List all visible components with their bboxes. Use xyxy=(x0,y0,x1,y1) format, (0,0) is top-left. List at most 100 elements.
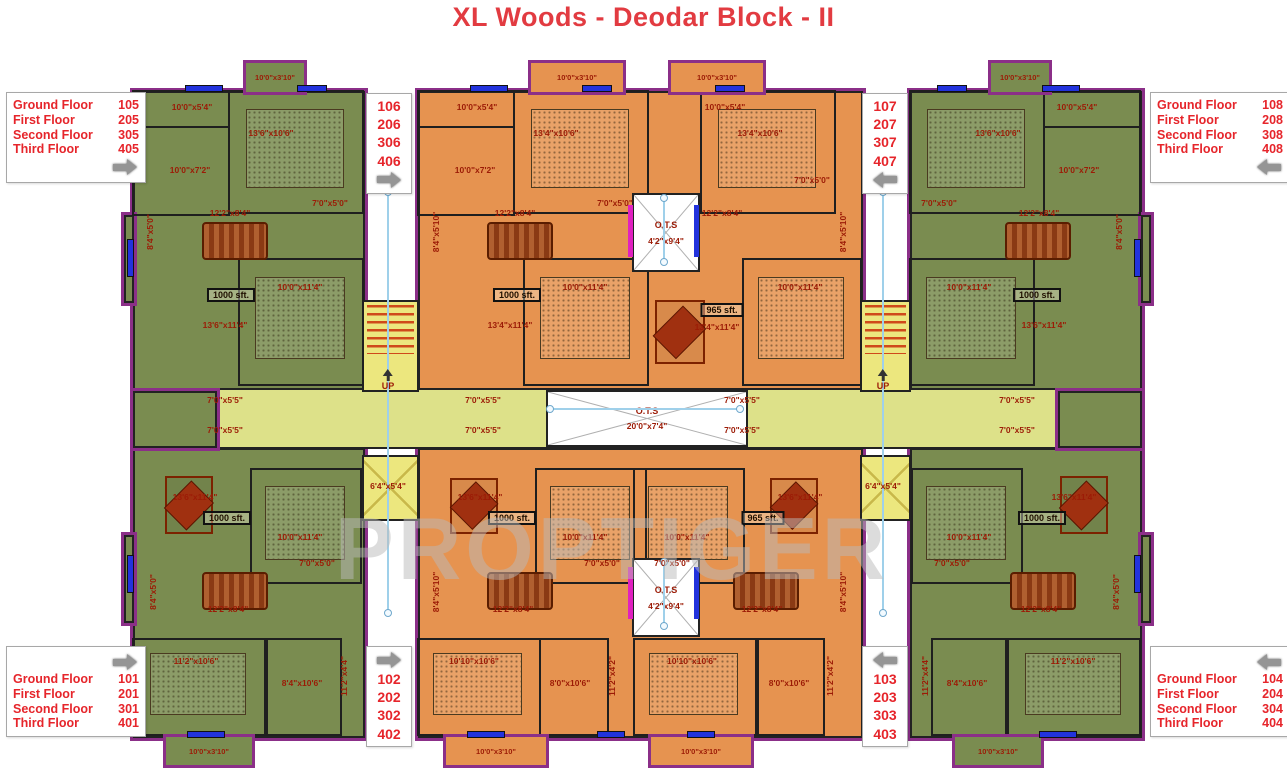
stack-unit-number: 106 xyxy=(377,98,401,114)
room-dimension-label: 7'0"x5'0" xyxy=(934,558,970,568)
room-dimension-label: 7'0"x5'5" xyxy=(207,395,243,405)
room-outline xyxy=(535,468,647,584)
room-dimension-label: 10'0"x7'2" xyxy=(1058,165,1100,175)
room-dimension-label: 8'0"x10'6" xyxy=(768,678,810,688)
room-dimension-label: 11'2"x4'4" xyxy=(920,656,930,696)
legend-floor-label: First Floor xyxy=(1157,686,1219,701)
balcony: 10'0"x3'10" xyxy=(988,60,1052,95)
room-dimension-label: 10'0"x11'4" xyxy=(277,532,323,542)
room-dimension-label: 8'4"x5'10" xyxy=(431,571,441,613)
room-outline xyxy=(911,468,1023,584)
guide-line xyxy=(548,408,742,410)
room-dimension-label: 11'2"x4'4" xyxy=(339,656,349,696)
legend-floor-label: Second Floor xyxy=(13,701,93,716)
window-marker xyxy=(1043,86,1079,91)
legend-floor-label: First Floor xyxy=(1157,112,1219,127)
guide-line xyxy=(387,190,389,615)
room-dimension-label: 13'4"x10'6" xyxy=(533,128,579,138)
balcony-label: 10'0"x3'10" xyxy=(978,746,1018,756)
legend-floor-label: First Floor xyxy=(13,112,75,127)
stack-unit-number: 202 xyxy=(377,689,401,706)
stack-unit-number: 402 xyxy=(377,725,401,742)
legend-floor-label: Second Floor xyxy=(1157,127,1237,142)
room-outline xyxy=(909,90,1045,214)
legend-row: Second Floor 308 xyxy=(1157,128,1283,143)
guide-circle xyxy=(546,405,554,413)
room-dimension-label: 7'0"x5'5" xyxy=(465,395,501,405)
window-marker xyxy=(583,86,611,91)
cross-lines xyxy=(634,560,698,635)
direction-arrow-left-icon xyxy=(873,171,897,188)
rug xyxy=(450,478,498,534)
bed xyxy=(149,653,246,716)
direction-arrow-right-icon xyxy=(113,159,137,175)
room-dimension-label: 12'2"x8'4" xyxy=(492,604,534,614)
balcony: 10'0"x3'10" xyxy=(528,60,626,95)
up-arrow-icon xyxy=(382,364,393,376)
dining-table xyxy=(487,572,553,610)
service-right xyxy=(1055,388,1145,451)
room-dimension-label: 10'0"x5'4" xyxy=(456,102,498,112)
legend-unit-number: 104 xyxy=(1262,672,1283,686)
dining-table xyxy=(202,222,268,260)
room-dimension-label: 7'0"x5'5" xyxy=(724,395,760,405)
sitout-strip-right-bottom xyxy=(1138,532,1154,626)
room-dimension-label: 7'0"x5'0" xyxy=(921,198,957,208)
room-outline xyxy=(633,638,757,736)
bed xyxy=(539,277,630,360)
room-dimension-label: 7'0"x5'0" xyxy=(654,558,690,568)
window-marker xyxy=(1040,732,1076,737)
bed xyxy=(647,485,728,560)
room-dimension-label: 10'0"x5'4" xyxy=(1056,102,1098,112)
legend-arrow-row xyxy=(1157,652,1283,672)
ots-title: O.T.S xyxy=(654,584,678,595)
room-dimension-label: 12'2"x8'4" xyxy=(494,208,536,218)
bed xyxy=(530,108,629,188)
room-outline xyxy=(700,90,836,214)
window-marker xyxy=(128,240,133,276)
bed xyxy=(757,277,844,360)
room-dimension-label: 7'0"x5'5" xyxy=(724,425,760,435)
stack-unit-number: 203 xyxy=(873,689,897,706)
cross-lines xyxy=(548,392,746,445)
rug xyxy=(1060,476,1108,534)
stack-arrow-row xyxy=(863,652,907,668)
stack-unit-number: 103 xyxy=(873,671,897,687)
room-outline xyxy=(132,638,266,736)
room-dimension-label: 13'4"x11'4" xyxy=(694,322,740,332)
balcony-label: 10'0"x3'10" xyxy=(189,746,229,756)
room-dimension-label: 13'6"x11'4" xyxy=(172,492,218,502)
up-label: UP xyxy=(876,381,890,391)
room-outline xyxy=(513,90,649,214)
stack-unit-number: 207 xyxy=(873,116,897,133)
rug-diamond xyxy=(1060,481,1108,529)
room-dimension-label: 7'0"x5'0" xyxy=(794,175,830,185)
bed xyxy=(1024,653,1121,716)
stair-up-marker: UP xyxy=(382,364,394,391)
room-dimension-label: 8'4"x5'0" xyxy=(148,574,158,610)
ots-dims: 4'2"x9'4" xyxy=(648,235,684,246)
room-dimension-label: 10'0"x11'4" xyxy=(946,282,992,292)
legend-unit-number: 401 xyxy=(118,716,139,731)
balcony: 10'0"x3'10" xyxy=(163,734,255,768)
room-dimension-label: 7'0"x5'5" xyxy=(999,395,1035,405)
window-marker xyxy=(471,86,507,91)
stack-unit-number: 102 xyxy=(377,671,401,687)
legend-unit-number: 308 xyxy=(1262,127,1283,142)
room-dimension-label: 10'0"x5'4" xyxy=(171,102,213,112)
magenta-accent xyxy=(628,567,633,619)
room-dimension-label: 10'0"x7'2" xyxy=(454,165,496,175)
room-dimension-label: 10'0"x5'4" xyxy=(704,102,746,112)
stack-arrow-row xyxy=(367,652,411,668)
stack-unit-number: 403 xyxy=(873,725,897,742)
room-outline xyxy=(757,638,825,736)
legend-floor-label: Second Floor xyxy=(13,127,93,142)
